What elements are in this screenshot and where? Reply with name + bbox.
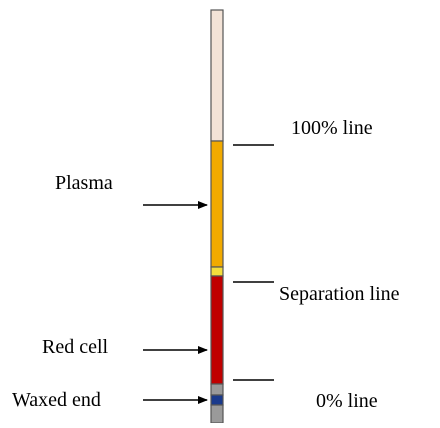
line-0-label: 0% line — [316, 390, 378, 412]
tube-wax-bottom-section — [210, 404, 224, 424]
tube-wax-blue-section — [210, 394, 224, 406]
tube-buffy-coat-section — [210, 266, 224, 277]
red-cell-label: Red cell — [42, 336, 109, 358]
separation-line-label: Separation line — [279, 283, 400, 305]
tube-red-cell-section — [210, 275, 224, 385]
waxed-end-label: Waxed end — [12, 389, 101, 411]
capillary-tube — [210, 9, 224, 424]
plasma-label: Plasma — [55, 172, 113, 194]
tube-wax-top-section — [210, 383, 224, 396]
tube-empty-section — [210, 9, 224, 142]
line-100-label: 100% line — [291, 117, 373, 139]
tube-plasma-section — [210, 140, 224, 268]
